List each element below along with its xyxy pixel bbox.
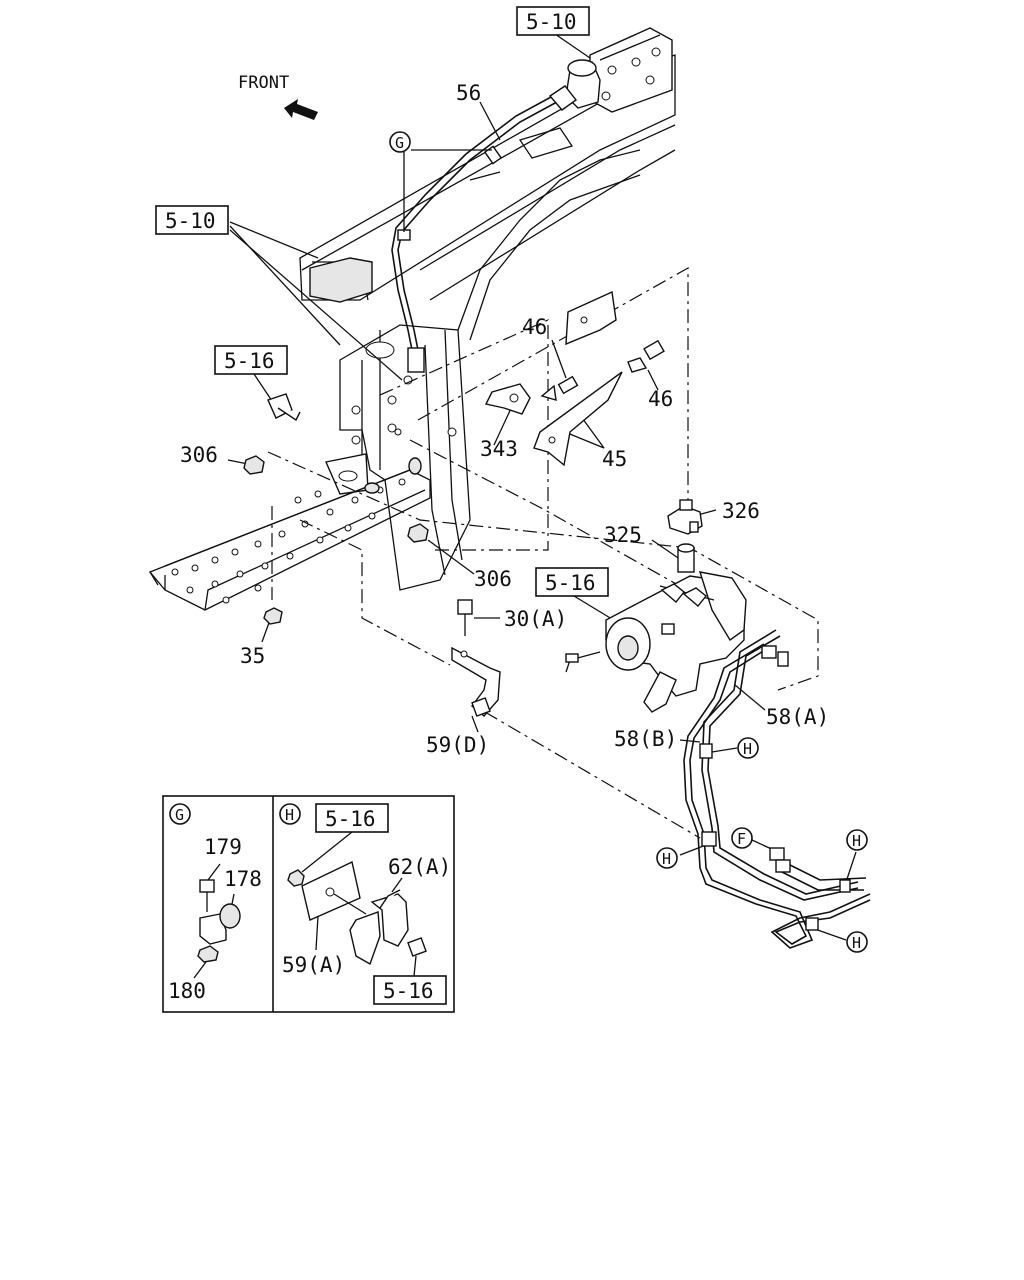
- marker-h2: H: [656, 847, 678, 869]
- chassis-lower-rail: [148, 457, 431, 611]
- ref-box-5-16-pump: 5-16: [535, 567, 609, 597]
- svg-text:H: H: [743, 740, 752, 758]
- inset-h-marker: H: [285, 806, 294, 824]
- front-orientation: FRONT: [238, 73, 318, 120]
- marker-f1: F: [731, 827, 753, 849]
- svg-text:5-16: 5-16: [545, 571, 596, 595]
- label-325: 325: [604, 523, 642, 547]
- label-306-a: 306: [180, 443, 218, 467]
- marker-h3: H: [846, 829, 868, 851]
- svg-text:F: F: [737, 830, 746, 848]
- svg-text:H: H: [852, 934, 861, 952]
- leader-lines: [227, 33, 857, 941]
- svg-text:H: H: [662, 850, 671, 868]
- valve-326: [667, 499, 703, 573]
- label-326: 326: [722, 499, 760, 523]
- ref-box-5-10-left: 5-10: [155, 205, 229, 235]
- svg-text:H: H: [852, 832, 861, 850]
- svg-text:G: G: [395, 134, 404, 152]
- front-arrow-icon: [284, 99, 318, 120]
- marker-h1: H: [737, 737, 759, 759]
- marker-h4: H: [846, 931, 868, 953]
- inset-g-marker: G: [175, 806, 184, 824]
- label-46-a: 46: [522, 315, 547, 339]
- svg-text:5-10: 5-10: [526, 10, 577, 34]
- bracket-group-45: [484, 290, 665, 467]
- front-label: FRONT: [238, 73, 289, 93]
- frame-upper-rail: [299, 54, 676, 303]
- fastener-group-left: [243, 393, 429, 625]
- inset-g: G 179 178 180: [168, 803, 262, 1003]
- label-35: 35: [240, 644, 265, 668]
- ref-box-5-10-top: 5-10: [516, 6, 590, 36]
- label-56: 56: [456, 81, 481, 105]
- relay-valve-bracket: [565, 27, 673, 113]
- marker-g-main: G: [389, 131, 411, 153]
- label-30a: 30(A): [504, 607, 567, 631]
- label-59d: 59(D): [426, 733, 489, 757]
- air-line-56: [391, 85, 578, 373]
- ref-5-16-inset-bottom: 5-16: [383, 979, 434, 1003]
- label-62a: 62(A): [388, 855, 451, 879]
- label-180: 180: [168, 979, 206, 1003]
- svg-text:5-16: 5-16: [224, 349, 275, 373]
- steering-unit: [565, 571, 747, 713]
- label-179: 179: [204, 835, 242, 859]
- label-45: 45: [602, 447, 627, 471]
- bracket-59d: [451, 599, 501, 717]
- ref-box-5-16-left: 5-16: [214, 345, 288, 375]
- side-frame-plate: [325, 149, 641, 591]
- label-306-b: 306: [474, 567, 512, 591]
- tubes-58: [683, 629, 871, 949]
- label-343: 343: [480, 437, 518, 461]
- label-58a: 58(A): [766, 705, 829, 729]
- inset-detail-box: [162, 795, 455, 1013]
- label-178: 178: [224, 867, 262, 891]
- inset-h: H 5-16 5-16 62(A) 59(A): [279, 803, 451, 1005]
- svg-text:5-10: 5-10: [165, 209, 216, 233]
- label-59a: 59(A): [282, 953, 345, 977]
- label-46-b: 46: [648, 387, 673, 411]
- ref-5-16-inset-top: 5-16: [325, 807, 376, 831]
- label-58b: 58(B): [614, 727, 677, 751]
